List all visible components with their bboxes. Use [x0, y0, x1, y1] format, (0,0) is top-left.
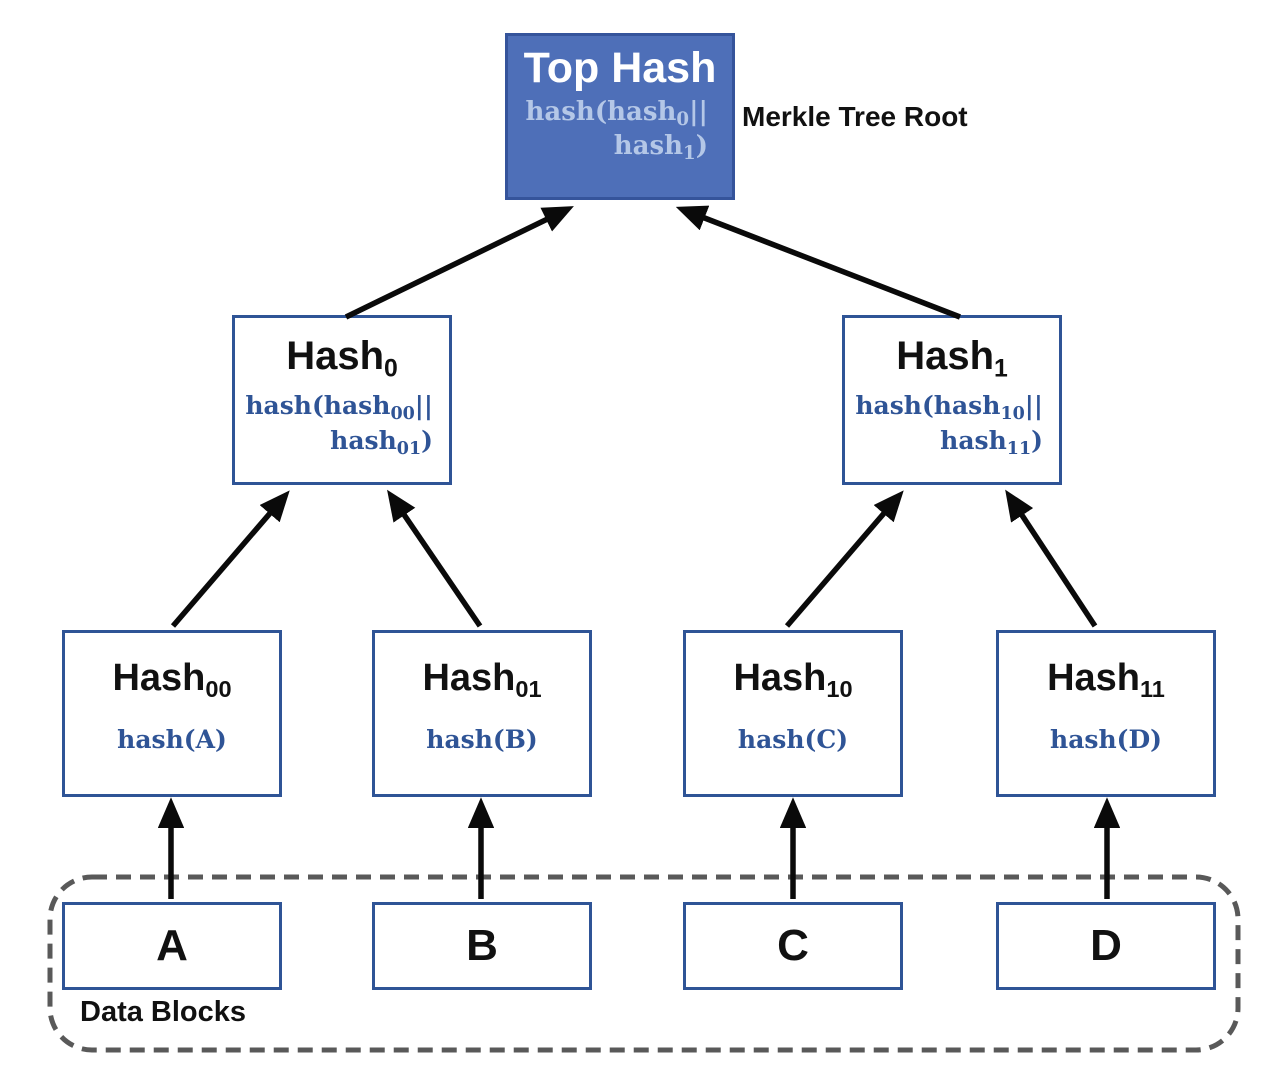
hash10-title: Hash10	[733, 657, 853, 703]
data-block-d: D	[996, 902, 1216, 990]
hash00-formula: hash(A)	[117, 725, 227, 755]
arrow-hash01-to-hash0	[387, 489, 483, 628]
formula-line-1: hash(hash10||	[855, 391, 1043, 425]
merkle-tree-root-label: Merkle Tree Root	[742, 101, 968, 132]
data-block-c: C	[683, 902, 903, 990]
data-block-c-label: C	[777, 921, 809, 970]
hash11-title: Hash11	[1047, 657, 1165, 703]
hash0-formula: hash(hash00|| hash01)	[235, 391, 449, 459]
hash1-title: Hash1	[896, 334, 1008, 383]
arrow-hash10-to-hash1	[784, 490, 904, 628]
formula-line-2: hash1)	[613, 131, 708, 165]
hash1-formula: hash(hash10|| hash11)	[845, 391, 1059, 459]
data-blocks-label: Data Blocks	[80, 996, 247, 1028]
top-hash-formula: hash(hash0|| hash1)	[508, 97, 732, 166]
hash00-node: Hash00 hash(A)	[62, 630, 282, 797]
arrow-hash11-to-hash1	[1005, 489, 1098, 628]
hash00-title: Hash00	[112, 657, 232, 703]
data-block-d-label: D	[1090, 921, 1122, 970]
formula-line-2: hash11)	[940, 425, 1043, 459]
arrow-hash1-to-root	[675, 205, 961, 320]
hash01-node: Hash01 hash(B)	[372, 630, 592, 797]
arrow-hash00-to-hash0	[170, 490, 290, 628]
data-block-b: B	[372, 902, 592, 990]
top-hash-node: Top Hash hash(hash0|| hash1)	[505, 33, 735, 200]
hash0-title: Hash0	[286, 334, 398, 383]
hash10-node: Hash10 hash(C)	[683, 630, 903, 797]
data-block-b-label: B	[466, 921, 498, 970]
hash11-formula: hash(D)	[1050, 725, 1162, 755]
hash0-node: Hash0 hash(hash00|| hash01)	[232, 315, 452, 485]
arrow-hash0-to-root	[344, 206, 574, 320]
hash1-node: Hash1 hash(hash10|| hash11)	[842, 315, 1062, 485]
hash10-formula: hash(C)	[737, 725, 849, 755]
hash01-formula: hash(B)	[426, 725, 538, 755]
formula-line-1: hash(hash0||	[525, 97, 708, 131]
hash11-node: Hash11 hash(D)	[996, 630, 1216, 797]
data-block-a-label: A	[156, 921, 188, 970]
formula-line-1: hash(hash00||	[245, 391, 433, 425]
top-hash-title: Top Hash	[523, 44, 717, 92]
data-block-a: A	[62, 902, 282, 990]
hash01-title: Hash01	[422, 657, 542, 703]
formula-line-2: hash01)	[330, 425, 433, 459]
